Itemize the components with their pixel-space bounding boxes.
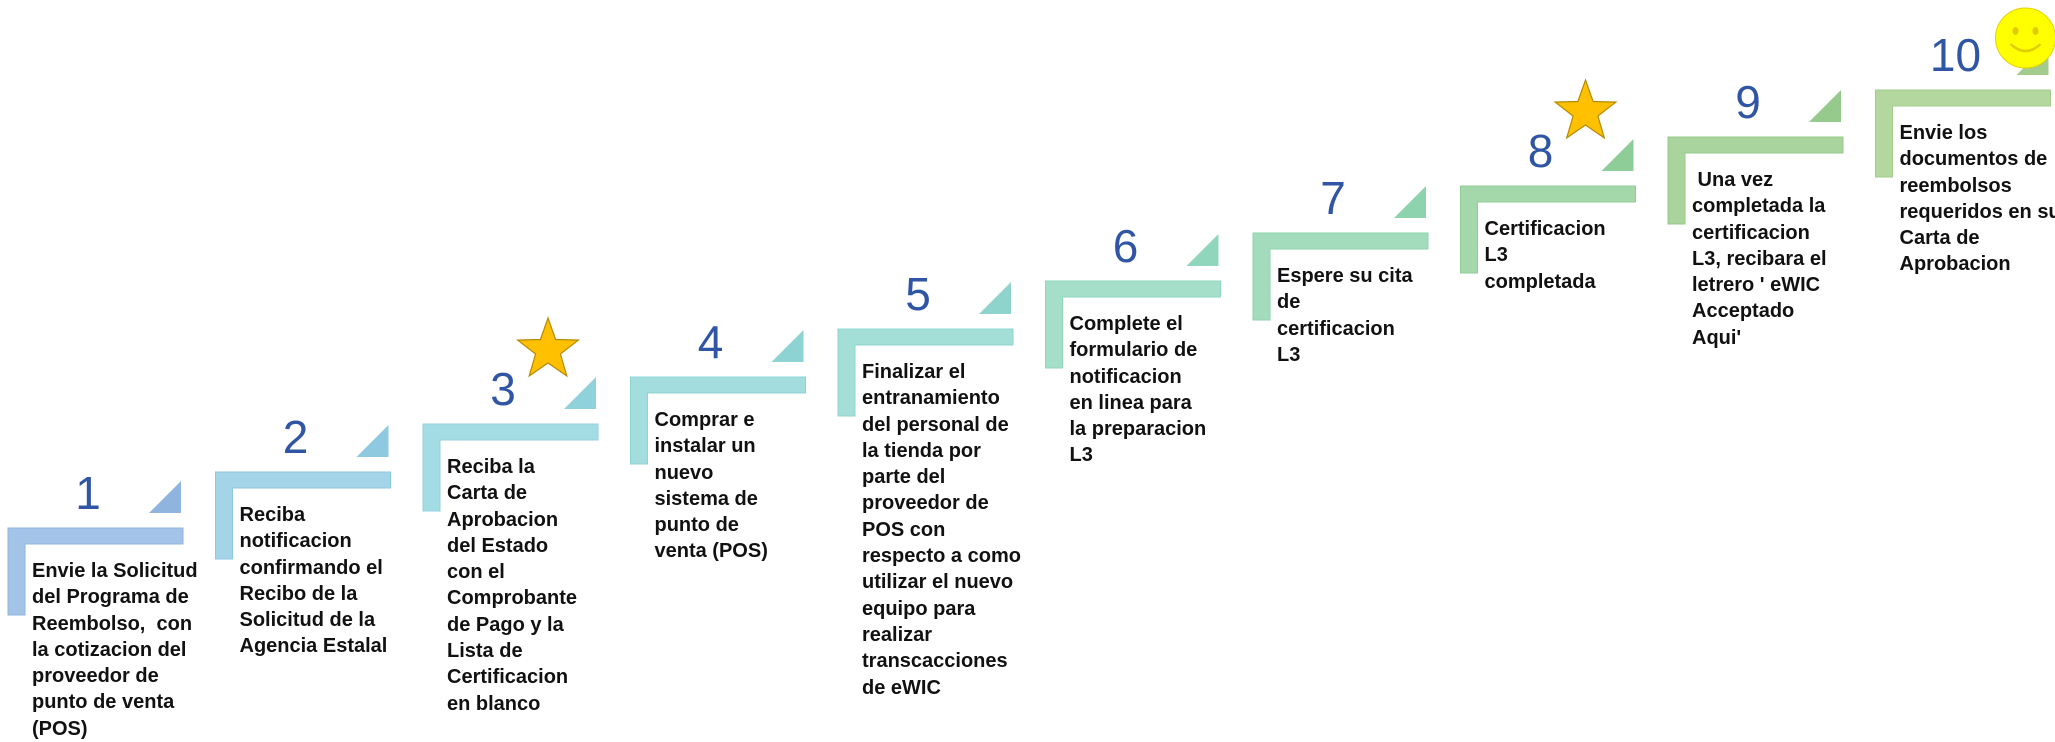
- step-8-number: 8: [1501, 128, 1581, 174]
- step-10-text: Envie los documentos de reembolsos reque…: [1900, 120, 2055, 278]
- step-6-text: Complete el formulario de notificacion e…: [1070, 311, 1207, 469]
- step-1-number: 1: [48, 470, 128, 516]
- step-10-number: 10: [1916, 32, 1996, 78]
- step-4-triangle: [772, 330, 804, 362]
- step-5-triangle: [979, 282, 1011, 314]
- step-7-number: 7: [1293, 175, 1373, 221]
- step-3-number: 3: [463, 366, 543, 412]
- step-3-triangle: [564, 377, 596, 409]
- step-4-number: 4: [671, 319, 751, 365]
- step-9-triangle: [1809, 90, 1841, 122]
- step-2-number: 2: [256, 414, 336, 460]
- step-2-text: Reciba notificacion confirmando el Recib…: [240, 502, 388, 660]
- step-5-text: Finalizar el entranamiento del personal …: [862, 359, 1021, 701]
- step-1-triangle: [149, 481, 181, 513]
- step-8-text: Certificacion L3 completada: [1485, 216, 1606, 295]
- step-4-text: Comprar e instalar un nuevo sistema de p…: [655, 407, 768, 565]
- step-3-text: Reciba la Carta de Aprobacion del Estado…: [447, 454, 577, 717]
- step-8-triangle: [1602, 139, 1634, 171]
- step-6-triangle: [1187, 234, 1219, 266]
- step-2-triangle: [357, 425, 389, 457]
- smiley-icon: [1996, 8, 2055, 68]
- step-9-number: 9: [1708, 79, 1788, 125]
- step-5-number: 5: [878, 271, 958, 317]
- step-1-text: Envie la Solicitud del Programa de Reemb…: [32, 558, 198, 742]
- step-6-number: 6: [1086, 223, 1166, 269]
- step-9-text: Una vez completada la certificacion L3, …: [1692, 167, 1827, 351]
- step-7-triangle: [1394, 186, 1426, 218]
- step-7-text: Espere su cita de certificacion L3: [1277, 263, 1413, 368]
